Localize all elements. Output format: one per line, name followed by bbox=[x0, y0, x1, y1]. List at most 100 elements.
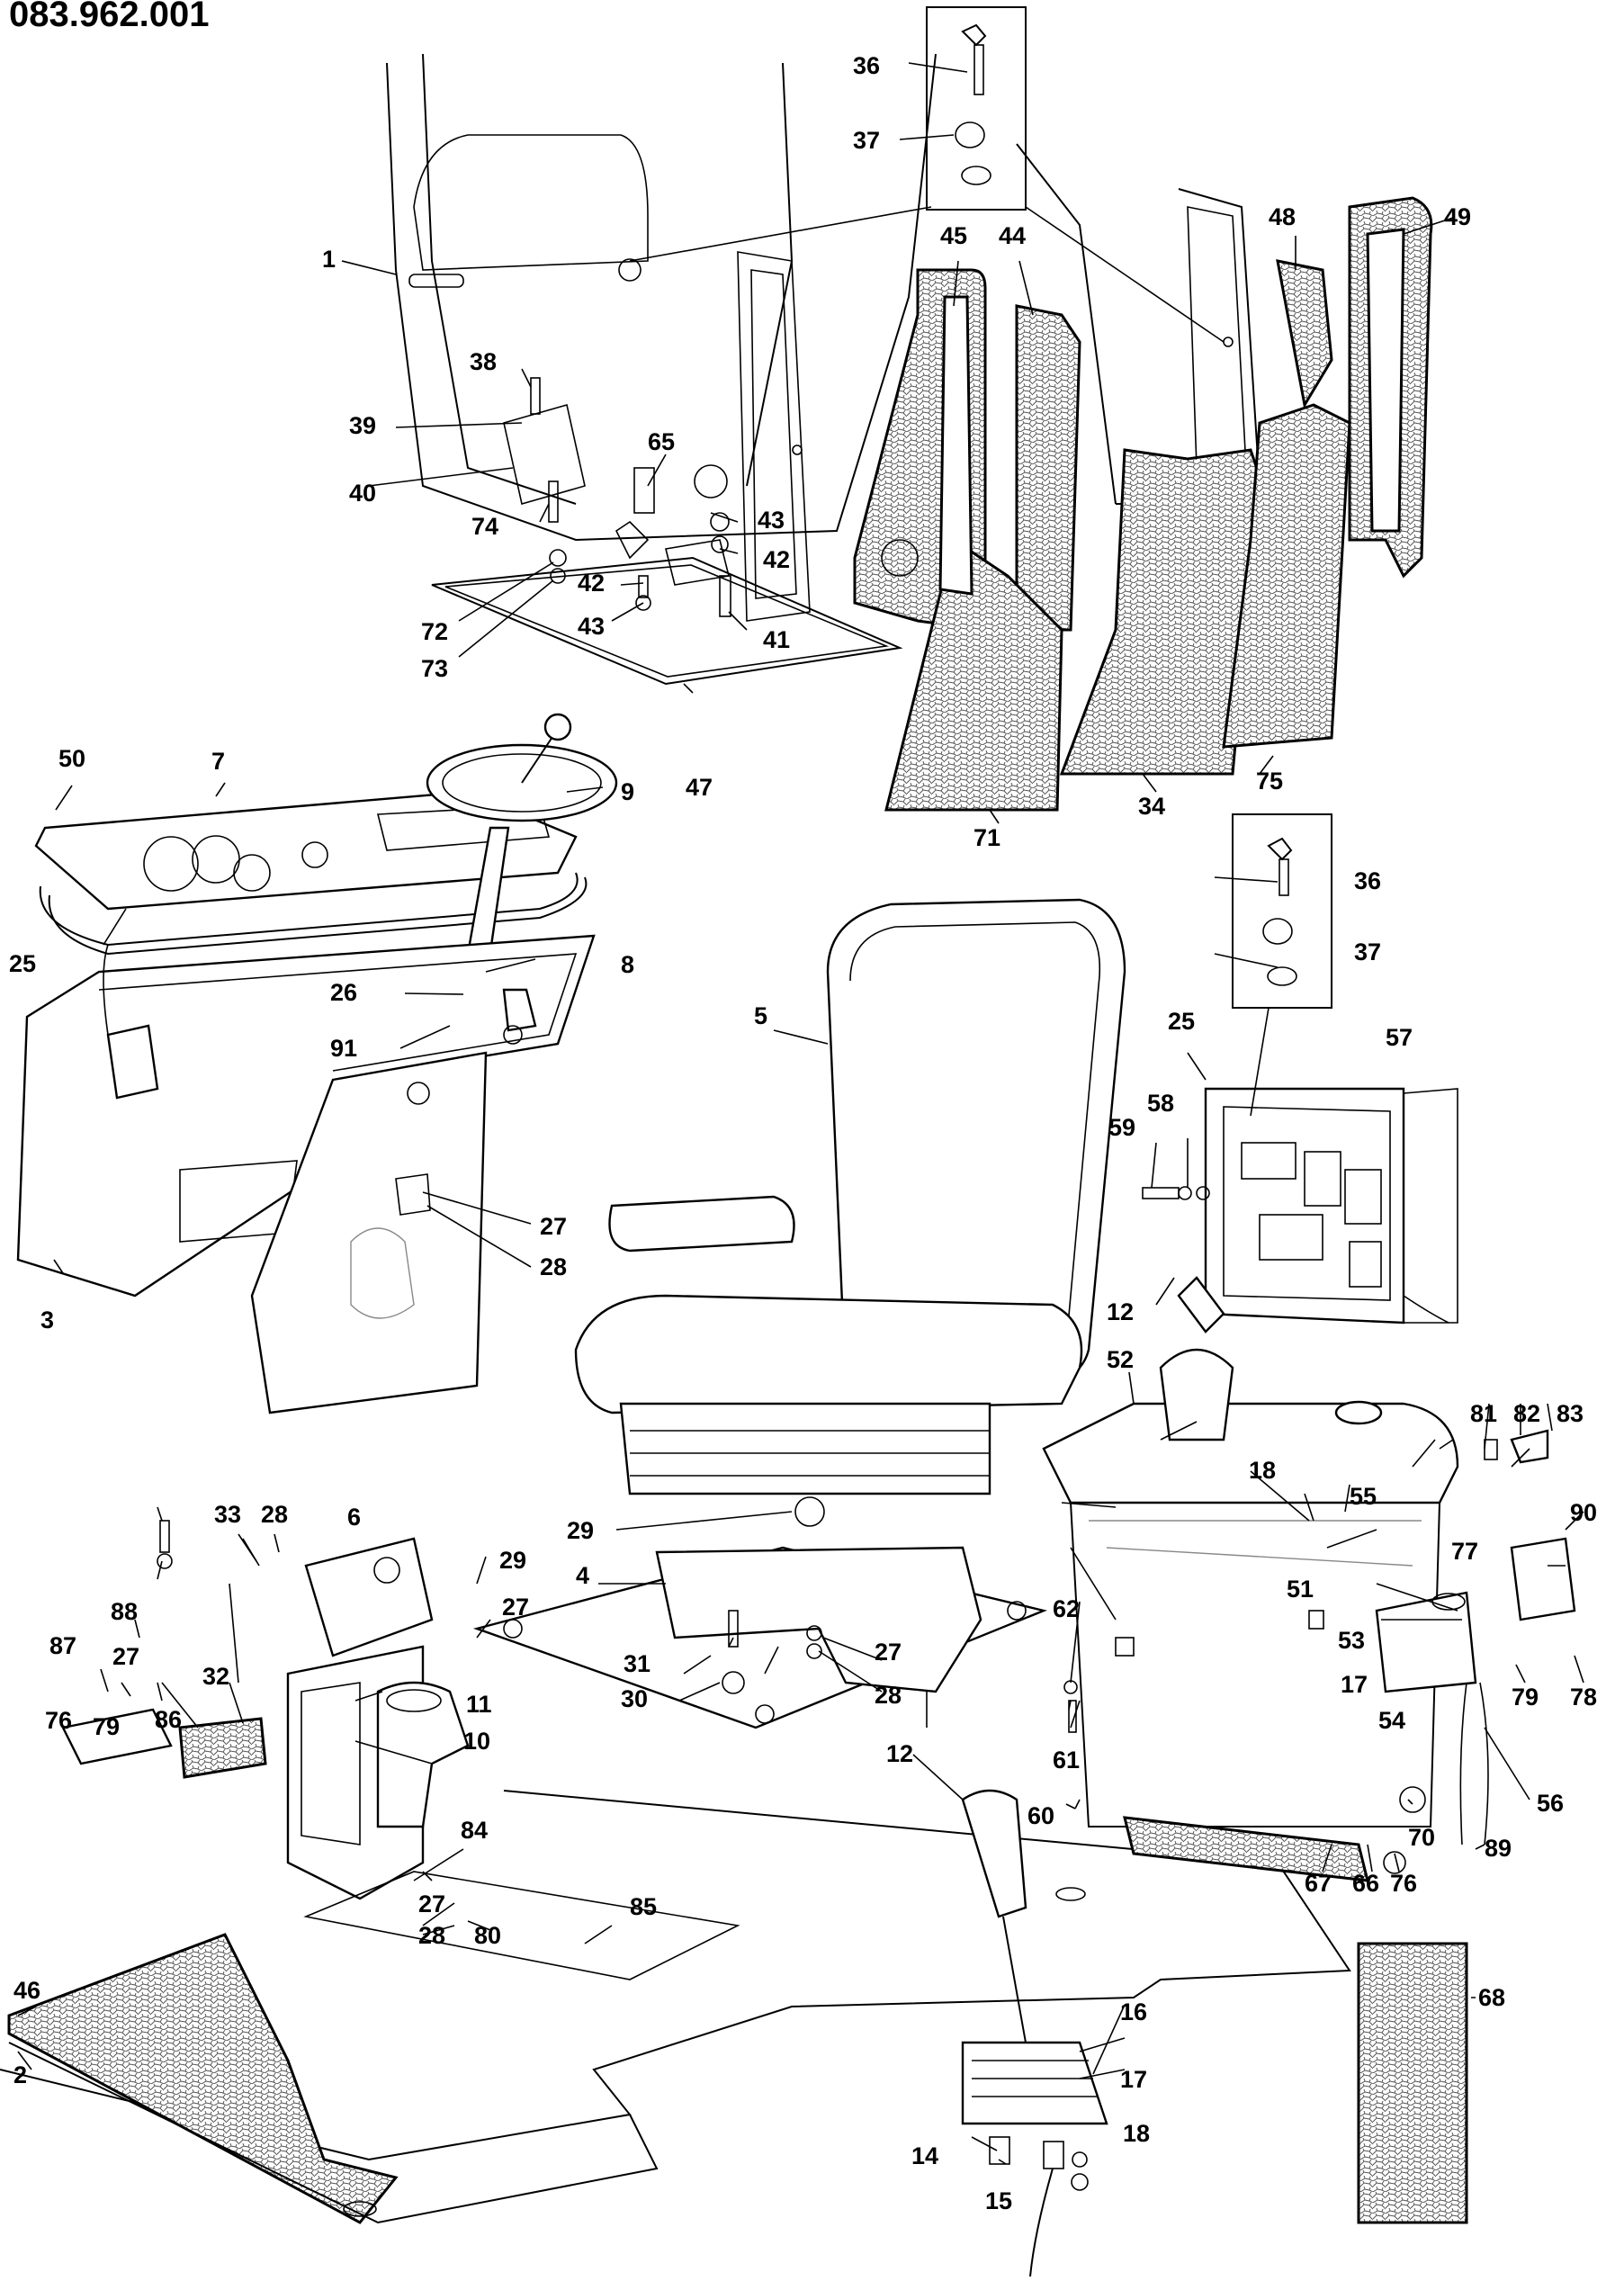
callout-39: 39 bbox=[349, 412, 376, 439]
callout-80: 80 bbox=[474, 1922, 501, 1949]
callout-28a: 28 bbox=[540, 1253, 567, 1280]
foam-panels bbox=[853, 196, 1433, 812]
callout-46: 46 bbox=[13, 1977, 40, 2004]
callout-48: 48 bbox=[1269, 203, 1296, 230]
callout-29a: 29 bbox=[567, 1517, 594, 1544]
callout-28b: 28 bbox=[261, 1501, 288, 1528]
callout-88: 88 bbox=[111, 1598, 138, 1625]
callout-27a: 27 bbox=[540, 1213, 567, 1240]
callout-43a: 43 bbox=[758, 507, 785, 534]
callout-76b: 76 bbox=[1390, 1870, 1417, 1897]
callout-27c: 27 bbox=[875, 1639, 902, 1666]
callout-79a: 79 bbox=[93, 1713, 120, 1740]
callout-27e: 27 bbox=[418, 1890, 445, 1917]
callout-4: 4 bbox=[576, 1562, 589, 1589]
callout-30: 30 bbox=[621, 1685, 648, 1712]
callout-86: 86 bbox=[155, 1706, 182, 1733]
callout-45: 45 bbox=[940, 222, 967, 249]
callout-74: 74 bbox=[471, 513, 498, 540]
callout-18a: 18 bbox=[1123, 2120, 1150, 2147]
callout-47: 47 bbox=[686, 774, 713, 801]
inset-fastener-top bbox=[629, 6, 1225, 343]
callout-52: 52 bbox=[1107, 1346, 1134, 1373]
electrical-panel bbox=[1142, 1087, 1458, 1325]
floor-plate bbox=[0, 1790, 1351, 2224]
floor-seal-47 bbox=[431, 556, 903, 686]
callout-68: 68 bbox=[1478, 1984, 1505, 2011]
drawing-number: 083.962.001 bbox=[9, 0, 210, 34]
callout-3: 3 bbox=[40, 1307, 54, 1334]
callout-51: 51 bbox=[1287, 1576, 1314, 1603]
callout-75: 75 bbox=[1256, 768, 1283, 795]
callout-16: 16 bbox=[1120, 1998, 1147, 2025]
callout-70: 70 bbox=[1408, 1824, 1435, 1851]
callout-31: 31 bbox=[624, 1650, 650, 1677]
callout-67: 67 bbox=[1305, 1870, 1332, 1897]
callout-82: 82 bbox=[1513, 1400, 1540, 1427]
callout-66: 66 bbox=[1352, 1870, 1379, 1897]
callout-29b: 29 bbox=[499, 1547, 526, 1574]
callout-37b: 37 bbox=[1354, 938, 1381, 965]
callout-44: 44 bbox=[999, 222, 1026, 249]
callout-27b: 27 bbox=[502, 1594, 529, 1621]
callout-91: 91 bbox=[330, 1035, 357, 1062]
callout-90: 90 bbox=[1570, 1499, 1597, 1526]
callout-76a: 76 bbox=[45, 1707, 72, 1734]
callout-25a: 25 bbox=[9, 950, 36, 977]
callout-5: 5 bbox=[754, 1002, 767, 1029]
joystick-bracket bbox=[286, 1537, 470, 1900]
callout-65: 65 bbox=[648, 428, 675, 455]
right-console bbox=[1042, 1276, 1576, 1882]
callout-77: 77 bbox=[1451, 1538, 1478, 1565]
callout-33: 33 bbox=[214, 1501, 241, 1528]
callout-14: 14 bbox=[911, 2142, 938, 2169]
callout-81: 81 bbox=[1470, 1400, 1497, 1427]
callout-42b: 42 bbox=[578, 570, 605, 597]
cab-hardware bbox=[503, 377, 731, 617]
callout-89: 89 bbox=[1485, 1835, 1512, 1862]
callout-57: 57 bbox=[1386, 1024, 1413, 1051]
callout-61: 61 bbox=[1053, 1747, 1080, 1774]
callout-59: 59 bbox=[1108, 1114, 1135, 1141]
callout-36b: 36 bbox=[1354, 867, 1381, 894]
callout-6: 6 bbox=[347, 1504, 361, 1531]
callout-27d: 27 bbox=[112, 1643, 139, 1670]
callout-9: 9 bbox=[621, 778, 634, 805]
callout-15: 15 bbox=[985, 2187, 1012, 2214]
callout-7: 7 bbox=[211, 748, 225, 775]
callout-32: 32 bbox=[202, 1663, 229, 1690]
callout-8: 8 bbox=[621, 951, 634, 978]
callout-58: 58 bbox=[1147, 1090, 1174, 1117]
callout-labels: 1 2 3 4 5 6 7 8 9 10 11 12 12 14 15 16 1… bbox=[9, 52, 1597, 2214]
callout-42a: 42 bbox=[763, 546, 790, 573]
callout-26: 26 bbox=[330, 979, 357, 1006]
callout-54: 54 bbox=[1378, 1707, 1405, 1734]
callout-25b: 25 bbox=[1168, 1008, 1195, 1035]
callout-10: 10 bbox=[463, 1728, 490, 1755]
callout-79b: 79 bbox=[1512, 1684, 1539, 1711]
callout-17b: 17 bbox=[1341, 1671, 1368, 1698]
callout-40: 40 bbox=[349, 480, 376, 507]
callout-84: 84 bbox=[461, 1817, 488, 1844]
callout-38: 38 bbox=[470, 348, 497, 375]
operator-seat bbox=[574, 898, 1126, 1527]
foam-pad-68 bbox=[1357, 1942, 1468, 2224]
callout-49: 49 bbox=[1444, 203, 1471, 230]
seat-base bbox=[472, 1546, 1047, 1729]
callout-36a: 36 bbox=[853, 52, 880, 79]
callout-62: 62 bbox=[1053, 1595, 1080, 1622]
callout-1: 1 bbox=[322, 246, 336, 273]
callout-71: 71 bbox=[974, 824, 1000, 851]
callout-87: 87 bbox=[49, 1632, 76, 1659]
callout-34: 34 bbox=[1138, 793, 1165, 820]
callout-2: 2 bbox=[13, 2061, 27, 2088]
callout-72: 72 bbox=[421, 618, 448, 645]
callout-28d: 28 bbox=[418, 1922, 445, 1949]
side-bracket bbox=[61, 1520, 267, 1779]
callout-60: 60 bbox=[1027, 1802, 1054, 1829]
dash-console bbox=[16, 934, 596, 1414]
callout-53: 53 bbox=[1338, 1627, 1365, 1654]
inset-fastener-right bbox=[1232, 813, 1332, 1117]
callout-85: 85 bbox=[630, 1893, 657, 1920]
